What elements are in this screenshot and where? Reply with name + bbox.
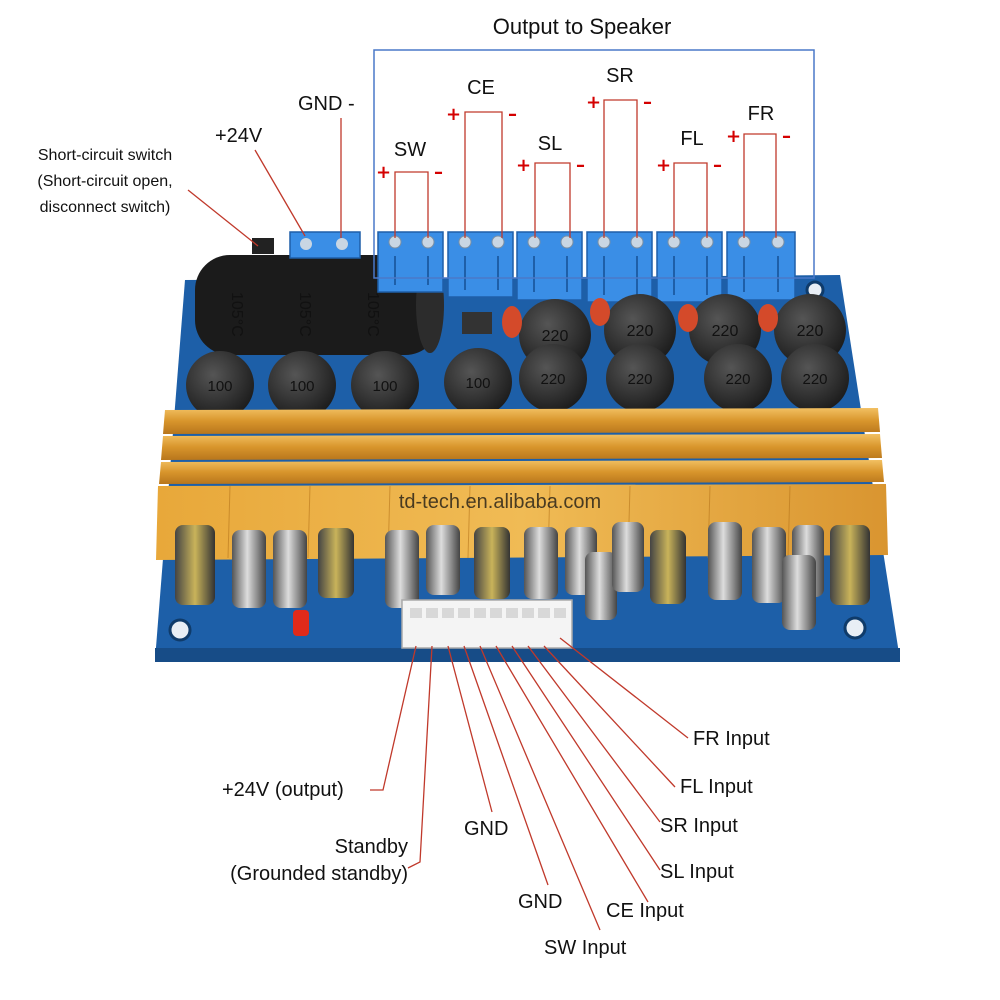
- input-standby-2: (Grounded standby): [230, 863, 408, 885]
- input-gnd-1: GND: [464, 818, 508, 840]
- output-title: Output to Speaker: [493, 14, 672, 39]
- input-sw: SW Input: [544, 937, 627, 959]
- fl-minus: –: [713, 155, 722, 176]
- input-ce: CE Input: [606, 900, 684, 922]
- cap-100-c: 100: [372, 378, 397, 395]
- electrolytic-capacitors: [175, 522, 870, 630]
- input-sl: SL Input: [660, 861, 734, 883]
- channel-fl: FL + –: [656, 128, 722, 238]
- cap-100-b: 100: [289, 378, 314, 395]
- cap-220-f: 220: [627, 371, 652, 388]
- input-fr: FR Input: [693, 728, 770, 750]
- label-ce: CE: [467, 77, 495, 99]
- terminal-blocks: [289, 231, 796, 303]
- cap-220-c: 220: [712, 323, 739, 340]
- sl-plus: +: [516, 155, 531, 176]
- input-fl: FL Input: [680, 776, 753, 798]
- sw-plus: +: [376, 162, 391, 183]
- v24-leader: [254, 149, 306, 237]
- cap-100-d: 100: [465, 375, 490, 392]
- sr-minus: –: [643, 92, 652, 113]
- sw-minus: –: [434, 162, 443, 183]
- channel-sl: SL + –: [516, 133, 585, 238]
- cap-220-b: 220: [627, 323, 654, 340]
- heatsink: [156, 408, 888, 560]
- gnd-minus-label: GND -: [298, 93, 355, 115]
- filter-capacitors-row: 100 100 100 100 220 220 220 220: [186, 344, 849, 419]
- watermark: td-tech.en.alibaba.com: [399, 491, 601, 513]
- cap-220-h: 220: [802, 371, 827, 388]
- cap-220-a: 220: [542, 328, 569, 345]
- cap-rating-1: 105°C: [228, 292, 245, 337]
- channel-sw: SW + –: [376, 139, 443, 238]
- input-gnd-2: GND: [518, 891, 562, 913]
- label-fl: FL: [680, 128, 703, 150]
- fr-minus: –: [782, 126, 791, 147]
- input-leaders: [370, 637, 689, 931]
- switch-label-3: disconnect switch): [40, 199, 171, 216]
- input-v24-output: +24V (output): [222, 779, 344, 801]
- label-fr: FR: [748, 103, 775, 125]
- cap-rating-2: 105°C: [296, 292, 313, 337]
- v24-label: +24V: [215, 125, 263, 147]
- switch-label-2: (Short-circuit open,: [37, 173, 172, 190]
- channel-sr: SR + –: [586, 65, 652, 238]
- cap-220-g: 220: [725, 371, 750, 388]
- short-circuit-switch[interactable]: [252, 238, 274, 254]
- channel-fr: FR + –: [726, 103, 791, 238]
- ce-plus: +: [446, 104, 461, 125]
- label-sr: SR: [606, 65, 634, 87]
- fl-plus: +: [656, 155, 671, 176]
- cap-220-d: 220: [797, 323, 824, 340]
- input-connector: [401, 599, 573, 649]
- label-sw: SW: [394, 139, 426, 161]
- fr-plus: +: [726, 126, 741, 147]
- cap-100-a: 100: [207, 378, 232, 395]
- power-led: [293, 610, 309, 636]
- sl-minus: –: [576, 155, 585, 176]
- label-sl: SL: [538, 133, 562, 155]
- cap-rating-3: 105°C: [364, 292, 381, 337]
- output-frame: [373, 49, 815, 279]
- terminal-fr: [726, 231, 796, 301]
- switch-label-1: Short-circuit switch: [38, 147, 172, 164]
- ce-minus: –: [508, 104, 517, 125]
- input-standby-1: Standby: [335, 836, 408, 858]
- sr-plus: +: [586, 92, 601, 113]
- switch-leader: [187, 189, 259, 247]
- input-sr: SR Input: [660, 815, 738, 837]
- channel-ce: CE + –: [446, 77, 517, 238]
- cap-220-e: 220: [540, 371, 565, 388]
